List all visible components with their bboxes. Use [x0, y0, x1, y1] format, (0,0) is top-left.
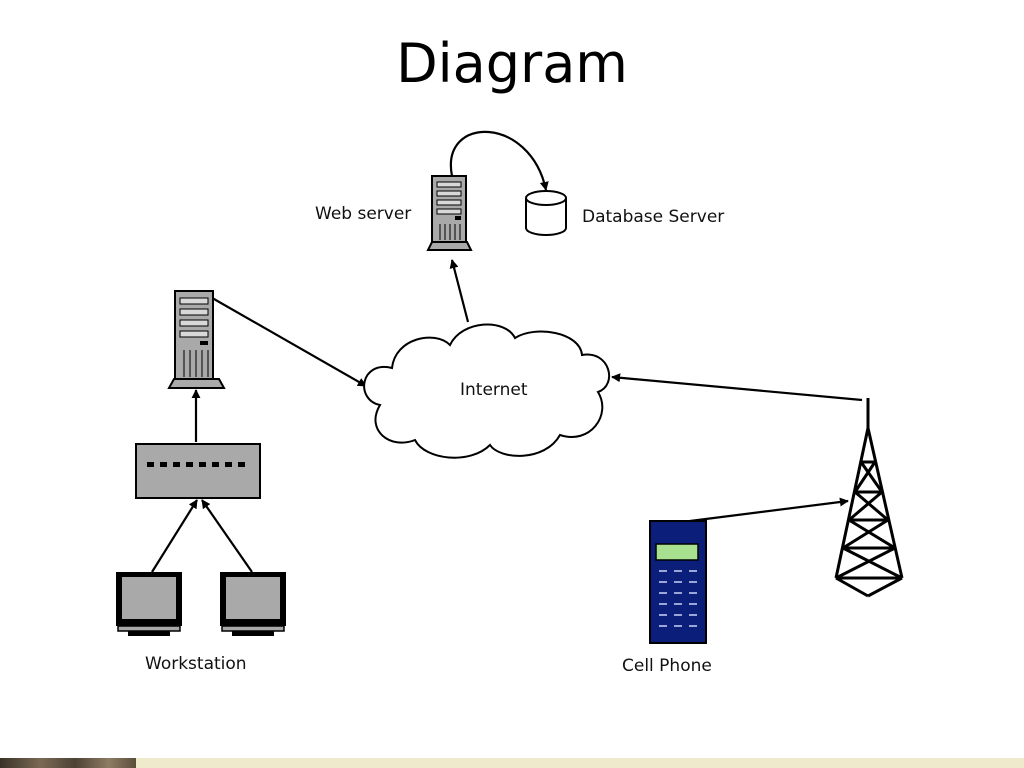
footer-bar: [0, 758, 1024, 768]
database-icon: [525, 190, 567, 236]
internet-label: Internet: [460, 380, 528, 400]
arrow-phone-to-tower: [689, 497, 849, 523]
workstation-label: Workstation: [145, 654, 247, 674]
internet-cloud-icon: [363, 323, 611, 459]
arrow-server-to-internet: [199, 290, 367, 387]
arrow-workstation-right-to-hub: [201, 499, 253, 573]
web-server-icon: [426, 175, 473, 251]
workstation-left-icon: [116, 572, 182, 636]
network-hub-icon: [135, 443, 261, 499]
local-server-icon: [167, 290, 226, 389]
workstation-right-icon: [220, 572, 286, 636]
cell-tower-icon: [834, 398, 904, 598]
arrow-web-to-database: [449, 130, 549, 191]
database-server-label: Database Server: [582, 207, 724, 227]
connections: [151, 130, 863, 573]
arrow-tower-to-internet: [611, 373, 863, 402]
arrow-internet-to-web-server: [449, 259, 470, 323]
footer-photo-strip: [0, 758, 136, 768]
cell-phone-label: Cell Phone: [622, 656, 712, 676]
web-server-label: Web server: [315, 204, 411, 224]
arrow-workstation-left-to-hub: [151, 499, 198, 573]
cell-phone-icon: [649, 520, 707, 644]
page-title: Diagram: [396, 32, 628, 95]
